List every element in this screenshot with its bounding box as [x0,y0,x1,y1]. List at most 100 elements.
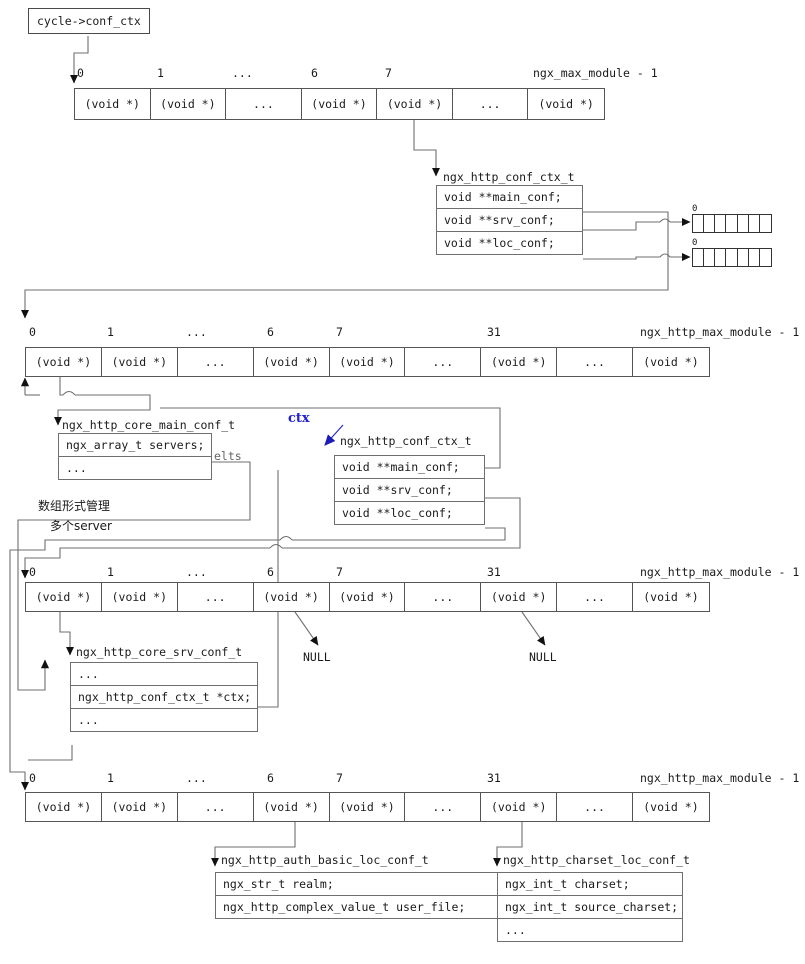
struct-field: ngx_http_complex_value_t user_file; [215,895,500,919]
ngx-http-conf-ctx-top-typename: ngx_http_conf_ctx_t [443,170,575,184]
cycle-conf-ctx-box: cycle->conf_ctx [28,8,150,34]
array-cell: (void *) [538,97,594,111]
array4-index-0: 0 [29,771,36,785]
array2-end-label: ngx_http_max_module - 1 [640,325,800,339]
array1-index-dots: ... [232,66,253,80]
array1-index-7: 7 [385,66,392,80]
mini-array-cell [760,215,771,232]
struct-field: void **main_conf; [334,455,485,478]
array-cell: (void *) [102,793,178,821]
array3-index-7: 7 [336,565,343,579]
array3-index-6: 6 [267,565,274,579]
ngx-http-core-srv-conf-typename: ngx_http_core_srv_conf_t [76,645,243,659]
mini-array-cell [749,215,760,232]
array-cell: (void *) [75,89,151,119]
array-cell: (void *) [643,355,699,369]
array4-index-7: 7 [336,771,343,785]
ngx-http-core-main-conf-typename: ngx_http_core_main_conf_t [62,418,236,432]
struct-field: ngx_str_t realm; [215,872,500,895]
array4-index-dots: ... [186,771,207,785]
array-cell: (void *) [481,583,558,611]
array-cell: ... [178,348,254,376]
array-cell: (void *) [643,800,699,814]
array-cell: (void *) [302,89,378,119]
array3-index-1: 1 [107,565,114,579]
ngx-http-conf-ctx-srv-typename: ngx_http_conf_ctx_t [340,434,472,448]
struct-field: void **loc_conf; [436,231,583,255]
array2-index-31: 31 [487,325,501,339]
ngx-http-conf-ctx-top: void **main_conf;void **srv_conf;void **… [436,185,583,255]
ngx-http-conf-ctx-srv: void **main_conf;void **srv_conf;void **… [334,455,485,525]
array-cell: (void *) [643,590,699,604]
null-label-right: NULL [529,650,557,664]
array2-index-1: 1 [107,325,114,339]
array-cell: (void *) [26,348,102,376]
ngx-http-core-srv-conf: ...ngx_http_conf_ctx_t *ctx;... [70,662,258,732]
ctx-pointer-label: ctx [288,411,310,426]
array3-end-label: ngx_http_max_module - 1 [640,565,800,579]
array1-index-6: 6 [311,66,318,80]
array2-index-6: 6 [267,325,274,339]
mini-array-cell [726,249,738,266]
array-cell: (void *) [330,583,406,611]
array3-index-0: 0 [29,565,36,579]
struct-field: void **loc_conf; [334,501,485,525]
array2-index-dots: ... [186,325,207,339]
annotation-line-1: 数组形式管理 [38,499,111,513]
loc-conf-mini-array-index: 0 [692,238,698,248]
array4-end-label: ngx_http_max_module - 1 [640,771,800,785]
array-cell: (void *) [481,793,558,821]
ngx-http-core-main-conf: ngx_array_t servers;... [58,433,212,480]
array3-index-dots: ... [186,565,207,579]
mini-array-cell [693,215,705,232]
mini-array-cell [760,249,771,266]
array-cell: ... [557,583,633,611]
mini-array-cell [693,249,705,266]
struct-field: ngx_int_t source_charset; [497,895,683,918]
http-srv-conf-array: (void *)(void *)...(void *)(void *)...(v… [25,582,710,612]
array-cell: ... [178,793,254,821]
elts-label: elts [214,449,242,463]
array-cell: (void *) [102,583,178,611]
struct-field: ngx_http_conf_ctx_t *ctx; [70,685,258,708]
array-cell: (void *) [330,348,406,376]
srv-conf-mini-array [692,214,772,233]
array-cell: (void *) [26,583,102,611]
array-cell: (void *) [481,348,558,376]
http-main-conf-array: (void *)(void *)...(void *)(void *)...(v… [25,347,710,377]
http-loc-conf-array: (void *)(void *)...(void *)(void *)...(v… [25,792,710,822]
array-cell: ... [453,89,529,119]
array-cell: (void *) [254,348,330,376]
array-cell: ... [405,793,482,821]
ngx-http-charset-loc-conf: ngx_int_t charset;ngx_int_t source_chars… [497,872,683,942]
struct-field: ... [70,708,258,732]
array-cell: (void *) [26,793,102,821]
array-cell: (void *) [254,583,330,611]
annotation-line-2: 多个server [50,519,112,533]
array-cell: ... [405,583,482,611]
mini-array-cell [738,215,749,232]
array-cell: (void *) [151,89,227,119]
ngx-http-auth-basic-loc-conf: ngx_str_t realm;ngx_http_complex_value_t… [215,872,500,919]
mini-array-cell [738,249,749,266]
mini-array-cell [749,249,760,266]
mini-array-cell [715,215,727,232]
struct-field: ... [497,918,683,942]
mini-array-cell [704,249,716,266]
mini-array-cell [726,215,738,232]
array2-index-7: 7 [336,325,343,339]
array-cell: (void *) [102,348,178,376]
struct-field: ngx_int_t charset; [497,872,683,895]
struct-field: ... [58,456,212,480]
array4-index-1: 1 [107,771,114,785]
array-cell: ... [226,89,302,119]
array1-index-0: 0 [77,66,84,80]
array2-index-0: 0 [29,325,36,339]
array-cell: ... [405,348,482,376]
ngx-http-charset-loc-conf-typename: ngx_http_charset_loc_conf_t [503,853,690,867]
array4-index-6: 6 [267,771,274,785]
loc-conf-mini-array [692,248,772,267]
mini-array-cell [704,215,716,232]
array1-end-label: ngx_max_module - 1 [533,66,658,80]
